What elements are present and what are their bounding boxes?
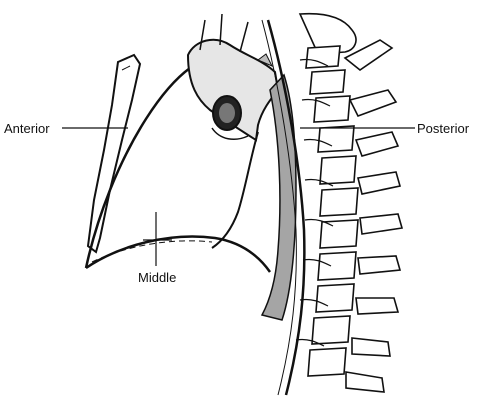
middle-mediastinum-border xyxy=(212,132,258,248)
descending-aorta xyxy=(262,75,296,320)
vertebral-column xyxy=(300,14,402,392)
anterior-label: Anterior xyxy=(4,122,50,135)
sternum xyxy=(88,55,140,252)
diaphragm-dashed-line xyxy=(92,241,212,262)
middle-label: Middle xyxy=(138,271,176,284)
posterior-label: Posterior xyxy=(417,122,469,135)
diaphragm xyxy=(86,237,270,272)
